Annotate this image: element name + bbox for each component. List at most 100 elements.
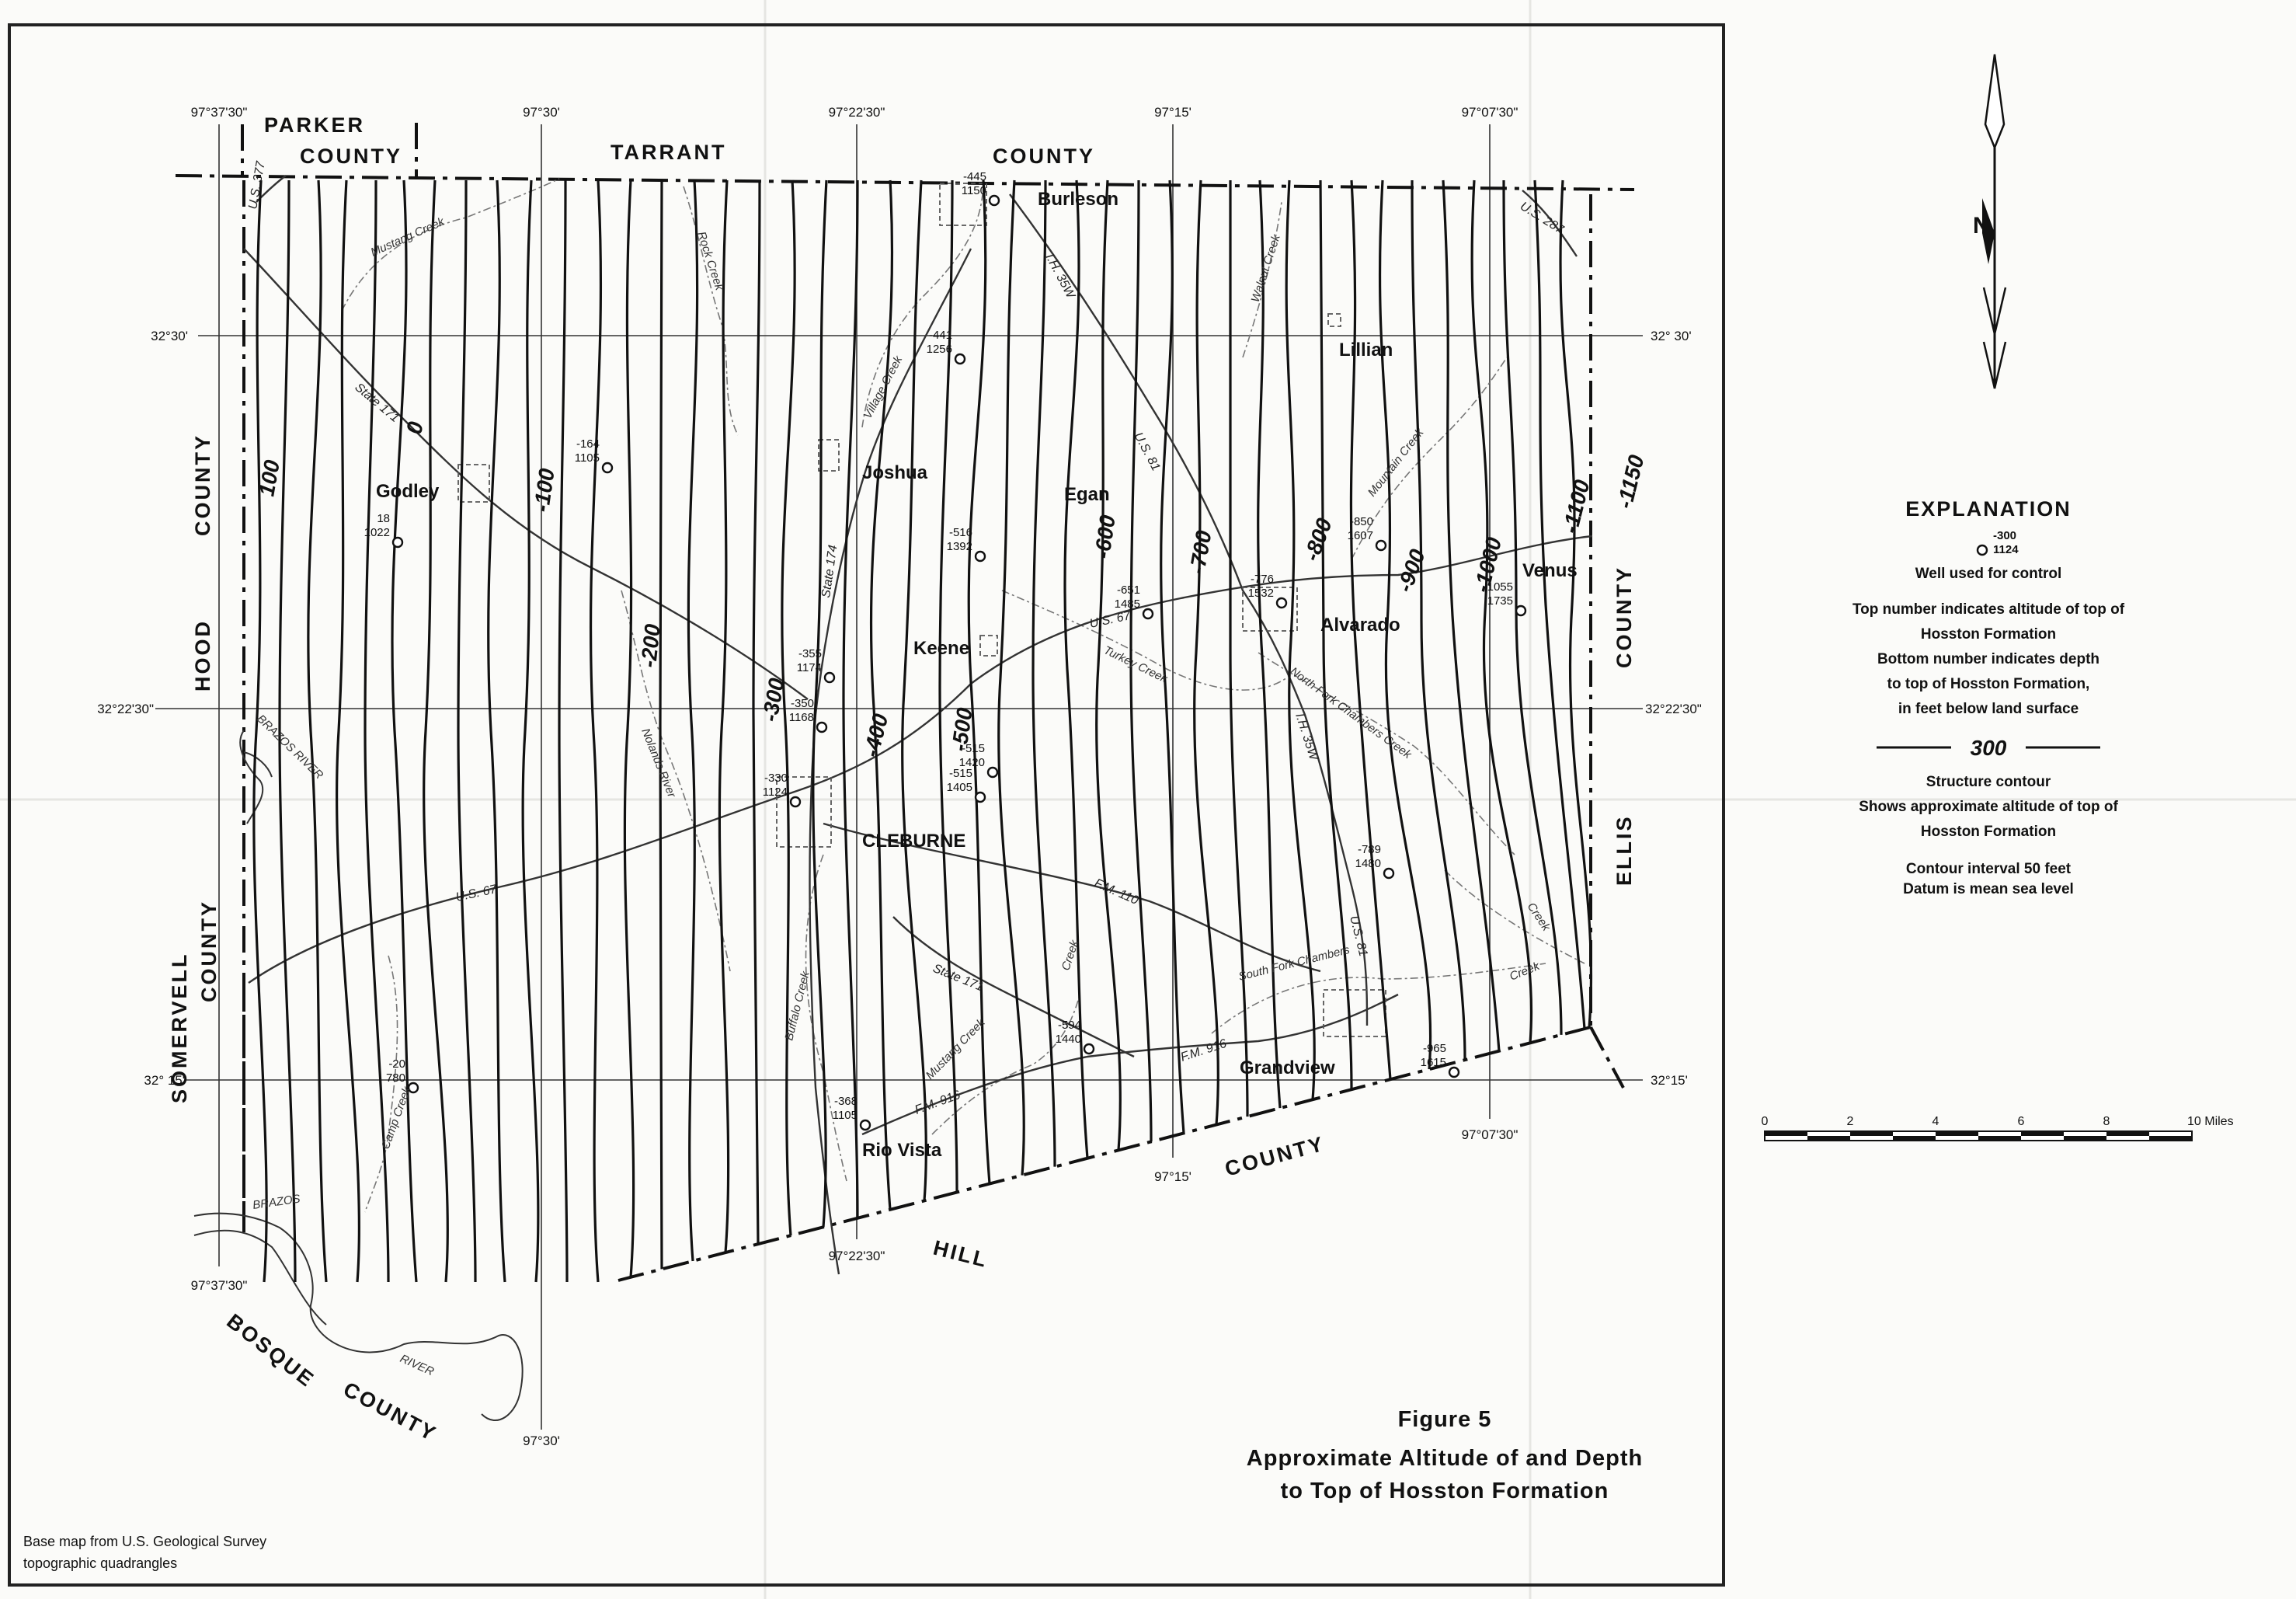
graticule	[155, 124, 1643, 1430]
figure-title-line: to Top of Hosston Formation	[1281, 1479, 1609, 1503]
stream-camp-creek	[364, 955, 398, 1213]
town-outline	[1327, 313, 1341, 327]
structure-contour-line	[1160, 179, 1185, 1134]
well-depth: 1256	[927, 343, 952, 356]
well-altitude: -789	[1358, 843, 1381, 856]
boundary-hill-ellis	[1589, 1026, 1625, 1089]
town-label-rio-vista: Rio Vista	[862, 1140, 942, 1161]
town-label-lillian: Lillian	[1339, 340, 1393, 361]
legend-desc: Bottom number indicates depth	[1877, 651, 2099, 667]
well-altitude: -776	[1251, 573, 1274, 586]
road-label: U.S. 377	[246, 159, 268, 210]
well-depth: 1615	[1421, 1056, 1446, 1069]
control-wells: -4451150-4411256-1641105181022-5161392-6…	[364, 170, 1527, 1131]
well-depth: 1440	[1056, 1033, 1081, 1046]
road-label: F.M. 110	[1092, 876, 1140, 907]
town-label-burleson: Burleson	[1038, 189, 1118, 210]
structure-contour-line	[718, 179, 730, 1253]
contour-label: -1100	[1558, 477, 1595, 535]
structure-contour-line	[1285, 179, 1316, 1100]
well-symbol	[1083, 1043, 1095, 1055]
figure-title: Figure 5 Approximate Altitude of and Dep…	[1247, 1407, 1642, 1503]
legend-desc: Hosston Formation	[1921, 626, 2056, 643]
base-map-credit: Base map from U.S. Geological Survey top…	[23, 1534, 266, 1571]
town-label-alvarado: Alvarado	[1320, 615, 1400, 636]
town-outline	[979, 635, 998, 657]
coord-label: 32°30'	[151, 329, 188, 343]
stream-label: Mustang Creek	[924, 1015, 989, 1082]
structure-contour-line	[1470, 179, 1533, 1043]
structure-contour-line	[487, 179, 506, 1283]
coord-label: 97°37'30"	[191, 105, 248, 120]
structure-contour-line	[558, 179, 569, 1283]
contour-label: -100	[529, 467, 559, 514]
stream-mustang-creek-south	[931, 994, 1080, 1135]
well-depth: 1392	[947, 540, 972, 553]
town-label-keene: Keene	[913, 638, 969, 659]
road-us-67	[248, 535, 1593, 984]
well-depth: 1532	[1248, 587, 1274, 600]
stream-mustang-creek	[341, 178, 560, 312]
structure-contour-line	[1559, 179, 1593, 1028]
coord-label: 97°15'	[1154, 105, 1191, 120]
legend-sample-altitude: -300	[1993, 529, 2016, 542]
well-depth: 1607	[1348, 529, 1373, 542]
well-altitude: -350	[791, 697, 814, 710]
well-altitude: -445	[963, 170, 986, 183]
well-symbol	[407, 1082, 419, 1094]
structure-contour-line	[659, 179, 663, 1270]
structure-contour-line	[423, 179, 449, 1283]
well-depth: 1420	[959, 756, 985, 769]
county-label-somervell: COUNTY	[197, 900, 221, 1002]
well-altitude: -516	[949, 526, 972, 539]
scale-bar: 0 2 4 6 8 10 Miles	[1762, 1115, 2234, 1141]
structure-contour-line	[1257, 179, 1282, 1109]
well-altitude: -515	[962, 742, 985, 755]
scale-bar-segment	[2064, 1136, 2106, 1141]
legend-title: EXPLANATION	[1905, 497, 2072, 521]
scale-bar-segment	[1807, 1136, 1850, 1141]
legend-sample-depth: 1124	[1993, 543, 2019, 556]
structure-contour-line	[252, 179, 268, 1283]
stream-label: Walnut Creek	[1249, 232, 1284, 304]
legend-interval: Contour interval 50 feet	[1906, 861, 2072, 877]
boundary-south	[617, 1026, 1592, 1282]
coord-label: 97°37'30"	[191, 1278, 248, 1293]
county-label-hill: COUNTY	[1223, 1132, 1327, 1181]
legend-contour-label: Structure contour	[1926, 774, 2051, 790]
coord-label: 97°22'30"	[829, 1249, 885, 1263]
structure-contour-line	[1502, 179, 1563, 1035]
structure-contour-line	[391, 179, 418, 1283]
well-altitude: -441	[929, 329, 952, 342]
structure-contour-line	[1533, 179, 1586, 1029]
river-bank	[193, 1229, 327, 1326]
river-bank	[243, 751, 273, 778]
well-depth: 1168	[789, 711, 814, 724]
stream-label: Creek	[1508, 959, 1543, 983]
scale-tick-label: 6	[2018, 1115, 2025, 1128]
county-label-parker: PARKER	[264, 113, 365, 137]
coord-label: 97°30'	[523, 1434, 560, 1448]
structure-contours	[252, 179, 1593, 1283]
well-symbol	[859, 1119, 871, 1131]
scale-tick-label: 4	[1932, 1115, 1939, 1128]
well-altitude: -515	[949, 767, 972, 780]
boundary-north	[175, 174, 1635, 191]
legend-contour-sample: 300	[1971, 736, 2007, 760]
coord-label: 97°07'30"	[1462, 105, 1518, 120]
well-depth: 1735	[1487, 594, 1513, 608]
well-symbol	[1375, 539, 1387, 552]
road-label: State 174	[819, 544, 840, 598]
well-symbol	[1448, 1066, 1460, 1078]
scale-bar-segment	[1765, 1131, 1807, 1136]
north-arrow-feather	[1982, 341, 2007, 389]
well-symbol	[816, 721, 828, 733]
town-label-joshua: Joshua	[862, 462, 928, 483]
county-label-tarrant: COUNTY	[993, 145, 1095, 168]
well-symbol	[988, 194, 1000, 207]
river-bank	[193, 1212, 524, 1422]
structure-contour-line	[589, 179, 603, 1283]
town-label-cleburne: CLEBURNE	[862, 831, 965, 852]
legend-well-symbol	[1976, 544, 1988, 556]
county-label-hill: HILL	[931, 1236, 991, 1273]
